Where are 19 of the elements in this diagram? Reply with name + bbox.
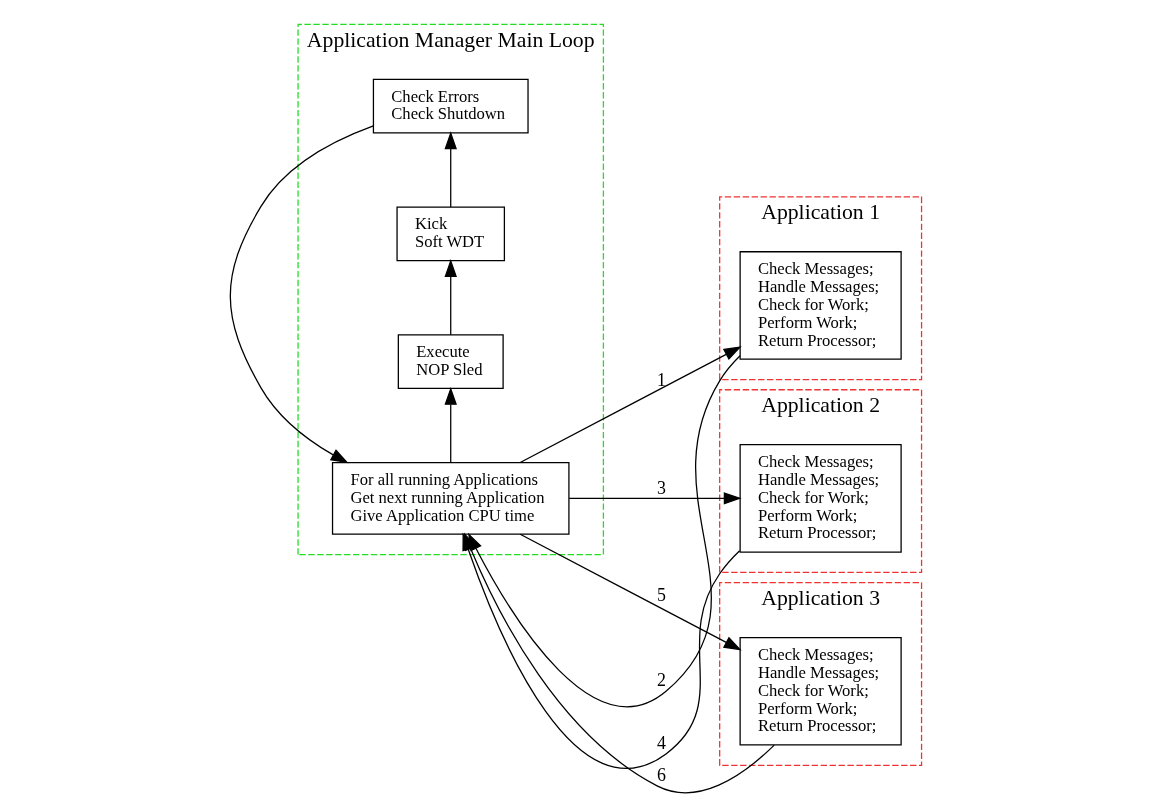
node-box: For all running Applications Get next running Application Give Application CPU time <box>331 461 570 535</box>
edge-label: 3 <box>657 477 667 497</box>
edge-label: 4 <box>657 732 667 753</box>
node-box: Execute NOP Sled <box>397 333 504 389</box>
edge-label: 6 <box>657 764 667 785</box>
arrow <box>519 345 742 463</box>
edge-label: 1 <box>657 369 667 390</box>
arrow <box>444 258 457 335</box>
node-box: Check Messages; Handle Messages; Check for Work; Perform Work; Return Processor; <box>739 250 902 360</box>
arrow <box>444 386 457 463</box>
node-box: Check Messages; Handle Messages; Check for Work; Perform Work; Return Processor; <box>739 443 902 553</box>
node-box: Check Errors Check Shutdown <box>372 78 529 134</box>
arrow <box>444 130 457 208</box>
edge-label: 2 <box>657 669 667 690</box>
edge-label: 5 <box>657 584 667 605</box>
node-box: Kick Soft WDT <box>396 205 506 261</box>
arrow <box>568 491 742 505</box>
node-box: Check Messages; Handle Messages; Check for Work; Perform Work; Return Processor; <box>739 636 902 746</box>
arrow <box>229 124 374 463</box>
